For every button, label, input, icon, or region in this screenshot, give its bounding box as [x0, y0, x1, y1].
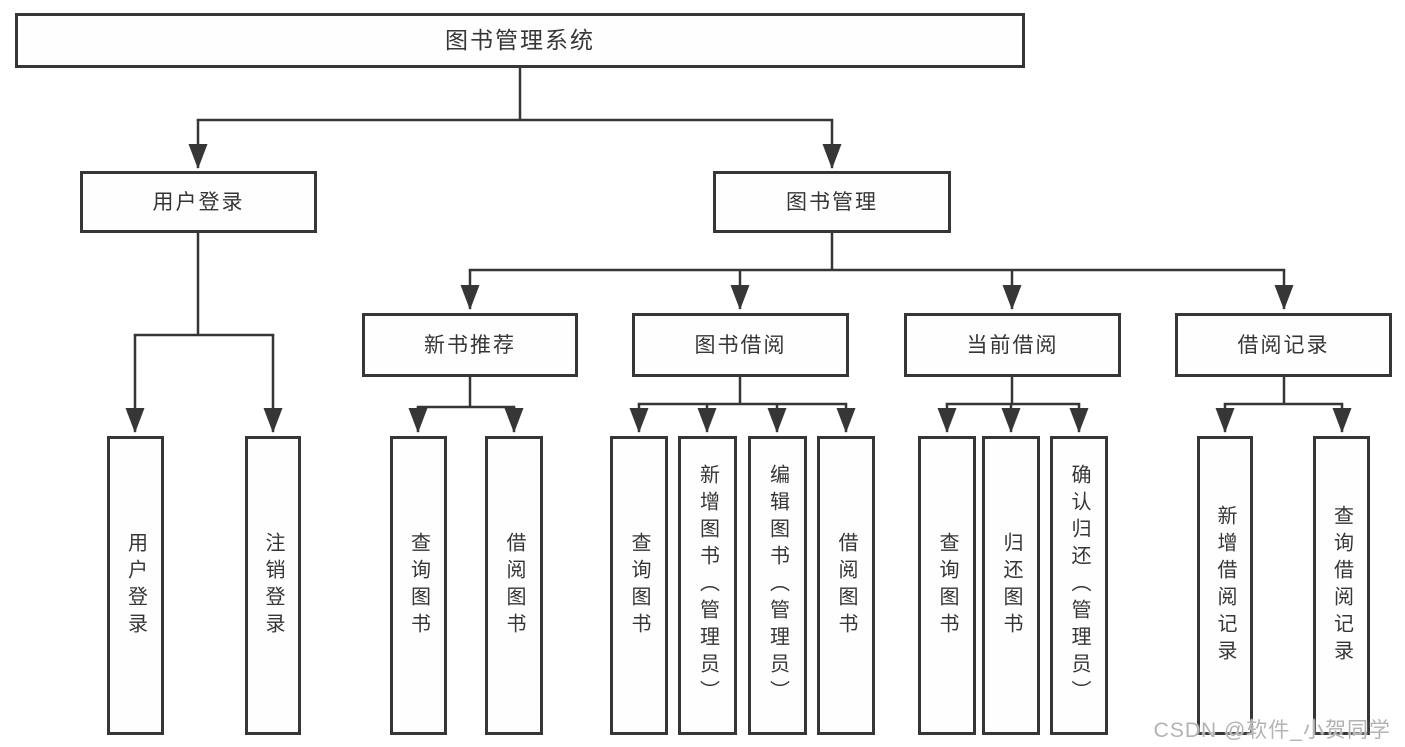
query-book-leaf-label: 查询图书: [628, 531, 650, 640]
borrow-records-node: 借阅记录: [1175, 313, 1392, 377]
csdn-watermark: CSDN @软件_小贺同学: [1153, 719, 1391, 742]
user-login-node: 用户登录: [80, 171, 317, 233]
borrow-book-leaf-node-borrow: 借阅图书: [817, 436, 875, 735]
query-borrow-record-leaf-label: 查询借阅记录: [1330, 504, 1353, 667]
add-borrow-record-leaf-label: 新增借阅记录: [1214, 504, 1236, 667]
borrow-book-leaf-label: 借阅图书: [835, 531, 857, 640]
edit-book-admin-leaf-label: 编辑图书（管理员）: [766, 464, 789, 707]
query-book-leaf-node-recommend: 查询图书: [390, 436, 447, 735]
query-book-leaf-node-borrow: 查询图书: [610, 436, 668, 735]
query-book-leaf-node-current: 查询图书: [918, 436, 976, 735]
book-management-node-label: 图书管理: [786, 190, 878, 214]
logout-leaf-node: 注销登录: [245, 436, 301, 735]
query-borrow-record-leaf-node: 查询借阅记录: [1313, 436, 1370, 735]
borrow-records-node-label: 借阅记录: [1237, 333, 1330, 357]
new-book-recommend-node-label: 新书推荐: [424, 333, 516, 357]
borrow-book-leaf-node-recommend: 借阅图书: [485, 436, 543, 735]
edit-book-admin-leaf-node: 编辑图书（管理员）: [748, 436, 807, 735]
query-book-leaf-label: 查询图书: [936, 531, 958, 640]
book-borrow-node-label: 图书借阅: [694, 333, 787, 357]
query-book-leaf-label: 查询图书: [407, 531, 430, 640]
user-login-leaf-node: 用户登录: [107, 436, 164, 735]
borrow-book-leaf-label: 借阅图书: [503, 531, 525, 640]
add-borrow-record-leaf-node: 新增借阅记录: [1197, 436, 1253, 735]
add-book-admin-leaf-node: 新增图书（管理员）: [678, 436, 737, 735]
return-book-leaf-node: 归还图书: [982, 436, 1040, 735]
current-borrow-node-label: 当前借阅: [966, 333, 1059, 357]
confirm-return-admin-leaf-node: 确认归还（管理员）: [1050, 436, 1108, 735]
book-borrow-node: 图书借阅: [632, 313, 849, 377]
add-book-admin-leaf-label: 新增图书（管理员）: [696, 464, 719, 707]
new-book-recommend-node: 新书推荐: [362, 313, 578, 377]
current-borrow-node: 当前借阅: [904, 313, 1121, 377]
book-management-node: 图书管理: [713, 171, 951, 233]
logout-leaf-label: 注销登录: [262, 531, 284, 640]
user-login-leaf-label: 用户登录: [124, 531, 147, 640]
return-book-leaf-label: 归还图书: [1000, 531, 1022, 640]
confirm-return-admin-leaf-label: 确认归还（管理员）: [1068, 464, 1090, 707]
root-node-label: 图书管理系统: [445, 27, 595, 53]
root-node: 图书管理系统: [15, 13, 1025, 68]
user-login-node-label: 用户登录: [152, 190, 245, 214]
